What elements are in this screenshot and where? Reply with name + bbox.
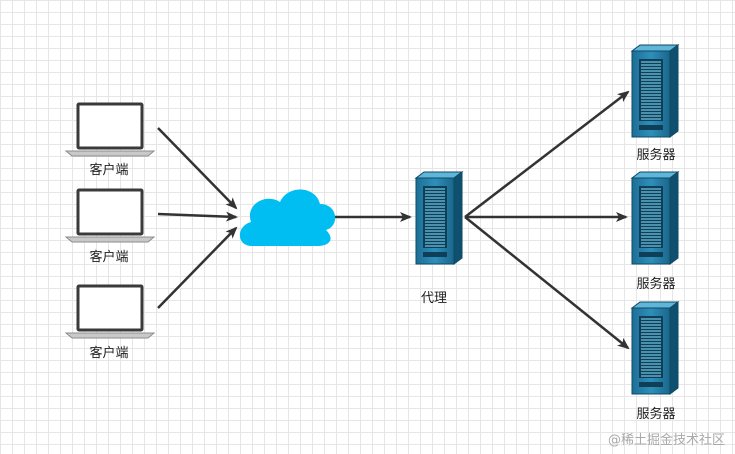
laptop-icon <box>64 102 156 158</box>
server-icon <box>631 301 679 395</box>
server-label: 服务器 <box>636 148 676 163</box>
server-label: 服务器 <box>636 407 676 422</box>
client-label: 客户端 <box>89 250 129 265</box>
client-label: 客户端 <box>89 346 129 361</box>
laptop-icon <box>64 188 156 244</box>
proxy-label: 代理 <box>420 291 448 306</box>
server-label: 服务器 <box>636 277 676 292</box>
edge-client3-cloud <box>157 226 238 309</box>
edge-proxy-server1 <box>464 90 630 218</box>
cloud-icon <box>239 189 336 246</box>
edge-client1-cloud <box>157 127 238 210</box>
edge-proxy-server3 <box>464 216 630 350</box>
server-icon <box>631 171 679 265</box>
server-icon <box>631 44 679 138</box>
edge-client2-cloud <box>157 211 238 222</box>
server-icon <box>415 171 463 265</box>
laptop-icon <box>64 284 156 340</box>
watermark: @稀土掘金技术社区 <box>607 433 725 448</box>
client-label: 客户端 <box>89 163 129 178</box>
